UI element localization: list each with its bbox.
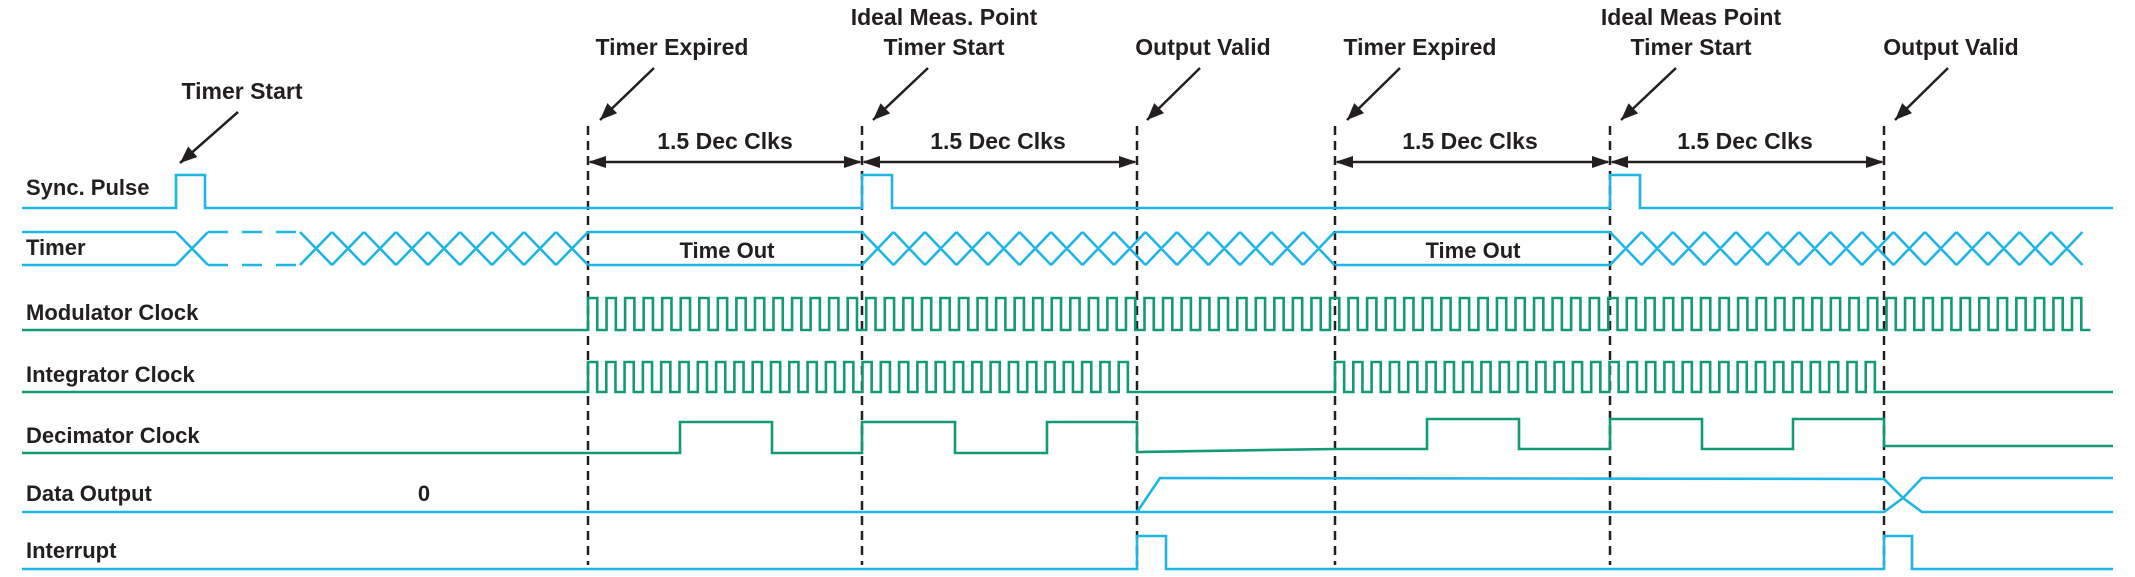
ideal-meas-timer-start-annotation-2: Timer Start	[1630, 34, 1751, 60]
ideal-meas-point-annotation-1: Ideal Meas. Point	[851, 4, 1038, 30]
pointer-timer-expired-1	[599, 67, 655, 121]
timer-counting-1	[299, 231, 589, 266]
timer-rail-start	[22, 230, 176, 267]
output-valid-annotation-2: Output Valid	[1883, 34, 2018, 60]
data-output-label: Data Output	[26, 481, 153, 506]
pointer-ideal-meas-1-head	[873, 103, 891, 120]
pointer-timer-expired-2-head	[1347, 103, 1365, 120]
decimator-clock-label: Decimator Clock	[26, 423, 200, 448]
interval-arrow-4	[1610, 156, 1884, 168]
reference-lines	[586, 126, 1886, 565]
decimator-clock-wave	[22, 417, 2113, 455]
interval-label-2: 1.5 Dec Clks	[930, 128, 1066, 154]
timer-value-time-out-1: Time Out	[680, 238, 776, 263]
pointer-ideal-meas-1	[872, 67, 929, 121]
data-output-value: 0	[418, 481, 430, 506]
timer-counting-3	[1609, 231, 2084, 266]
sync-pulse-label: Sync. Pulse	[26, 175, 150, 200]
pointer-output-valid-1-head	[1147, 103, 1165, 120]
pointer-output-valid-2-head	[1895, 103, 1913, 120]
interval-arrow-3-head-right	[1592, 156, 1610, 168]
interval-arrow-2	[862, 156, 1137, 168]
timer-expired-annotation-1: Timer Expired	[596, 34, 749, 60]
sync-pulse-wave	[22, 173, 2113, 210]
interval-arrow-1-head-left	[588, 156, 606, 168]
integrator-clock-label: Integrator Clock	[26, 362, 195, 387]
interval-arrow-2-head-left	[862, 156, 880, 168]
pointer-ideal-meas-2	[1620, 67, 1677, 121]
timer-break	[208, 230, 300, 267]
timer-counting-2	[861, 231, 1336, 266]
interval-arrow-1-head-right	[844, 156, 862, 168]
pointer-timer-start-1	[179, 111, 239, 164]
timer-timeout-1	[588, 230, 862, 267]
pointer-timer-expired-1-head	[600, 103, 618, 120]
interrupt-label: Interrupt	[26, 538, 117, 563]
modulator-clock-wave	[22, 296, 2091, 332]
pointer-timer-start-1-head	[180, 146, 198, 163]
interval-label-3: 1.5 Dec Clks	[1402, 128, 1538, 154]
interval-arrow-4-head-right	[1866, 156, 1884, 168]
interval-arrows	[588, 156, 1884, 168]
modulator-clock-label: Modulator Clock	[26, 300, 199, 325]
interval-label-4: 1.5 Dec Clks	[1677, 128, 1813, 154]
timer-expired-annotation-2: Timer Expired	[1344, 34, 1497, 60]
interval-label-1: 1.5 Dec Clks	[657, 128, 793, 154]
interval-arrow-3	[1335, 156, 1610, 168]
pointer-output-valid-2	[1894, 67, 1949, 121]
interval-arrow-3-head-left	[1335, 156, 1353, 168]
interval-arrow-1	[588, 156, 862, 168]
interval-arrow-2-head-right	[1119, 156, 1137, 168]
timer-value-time-out-2: Time Out	[1426, 238, 1522, 263]
pointer-output-valid-1	[1146, 67, 1201, 121]
timer-transition-1	[175, 231, 209, 266]
pointer-ideal-meas-2-head	[1621, 103, 1639, 120]
ideal-meas-timer-start-annotation-1: Timer Start	[883, 34, 1004, 60]
interrupt-wave	[22, 534, 2113, 571]
timer-label: Timer	[26, 235, 86, 260]
timer-start-annotation-1: Timer Start	[181, 78, 302, 104]
timer-timeout-2	[1335, 230, 1610, 267]
ideal-meas-point-annotation-2: Ideal Meas Point	[1601, 4, 1782, 30]
annotation-pointers	[179, 67, 1949, 164]
output-valid-annotation-1: Output Valid	[1135, 34, 1270, 60]
data-output-wave	[22, 476, 2113, 514]
integrator-clock-wave	[22, 360, 2113, 394]
waveforms	[22, 173, 2113, 571]
interval-arrow-4-head-left	[1610, 156, 1628, 168]
pointer-timer-expired-2	[1346, 67, 1401, 121]
